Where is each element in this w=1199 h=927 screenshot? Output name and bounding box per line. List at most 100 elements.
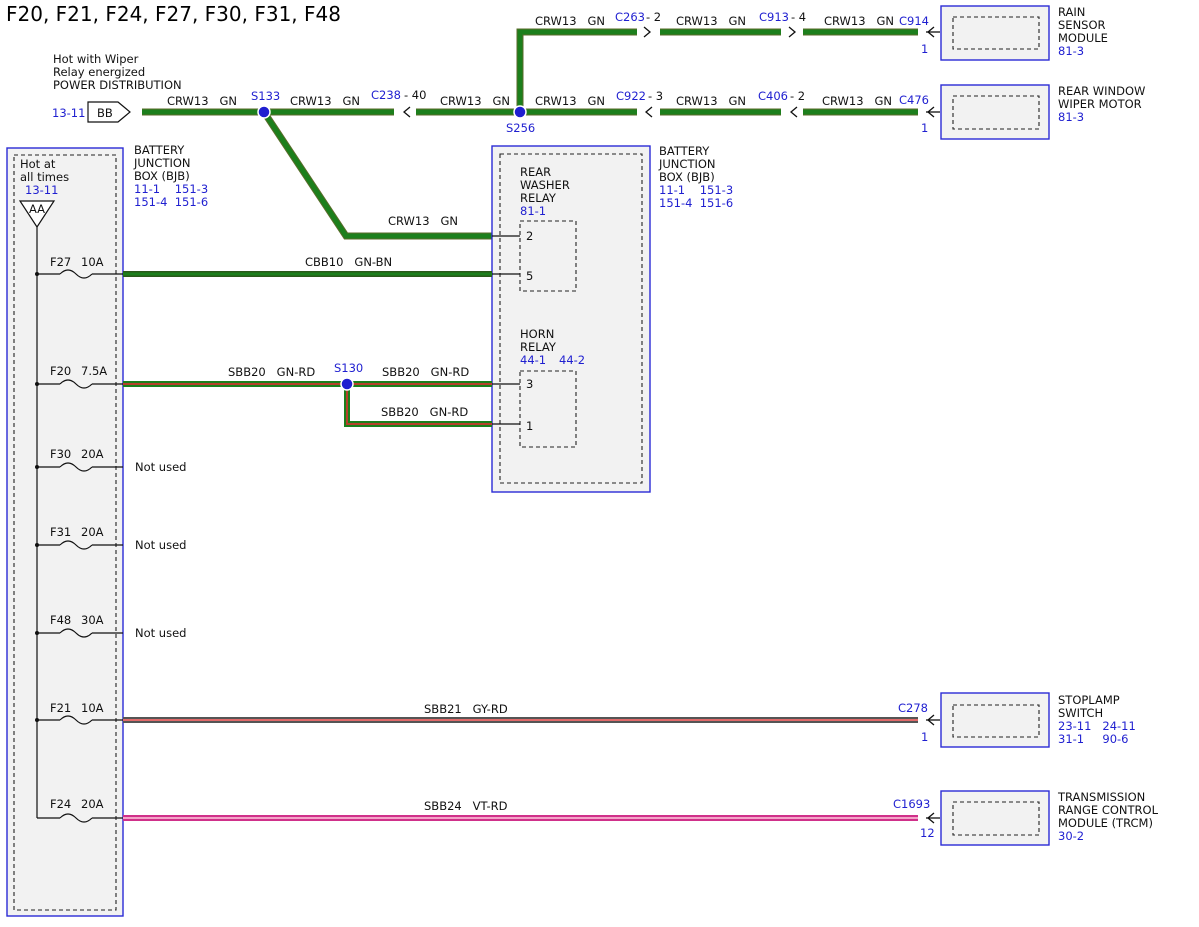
svg-text:C1693: C1693 xyxy=(893,797,930,811)
wire-label: CRW13 GN xyxy=(535,14,605,28)
wire-label: CRW13 GN xyxy=(440,94,510,108)
svg-text:3: 3 xyxy=(526,377,533,391)
rear-wiper-motor: REAR WINDOW WIPER MOTOR 81-3 xyxy=(940,84,1145,140)
bjb-right-refs-2: 151-4 151-6 xyxy=(659,196,733,210)
svg-text:SBB24 VT-RD: SBB24 VT-RD xyxy=(424,799,508,813)
splice-s256-label: S256 xyxy=(506,121,535,135)
hot-label-2: all times xyxy=(20,170,69,184)
fuse-id: F30 xyxy=(50,447,71,461)
bjb-right-box xyxy=(491,145,651,493)
svg-text:81-3: 81-3 xyxy=(1058,110,1084,124)
connector-c406-pin: - 2 xyxy=(790,89,805,103)
bjb-right-name-1: BATTERY xyxy=(659,144,710,158)
connector-c476: C476 xyxy=(899,93,929,107)
svg-text:SENSOR: SENSOR xyxy=(1058,18,1106,32)
trcm-module: TRANSMISSION RANGE CONTROL MODULE (TRCM)… xyxy=(893,790,1159,846)
fuse-rating: 20A xyxy=(81,797,104,811)
power-label-1: Hot with Wiper xyxy=(53,52,139,66)
bjb-left-name-2: JUNCTION xyxy=(133,156,191,170)
svg-text:RAIN: RAIN xyxy=(1058,5,1085,19)
fuse-f48: F48 30A Not used xyxy=(35,613,186,640)
fuse-note: Not used xyxy=(135,460,186,474)
horn-relay: HORN RELAY 44-1 44-2 3 1 xyxy=(492,327,585,448)
diagram-title: F20, F21, F24, F27, F30, F31, F48 xyxy=(6,2,341,26)
connector-c914-pin: 1 xyxy=(921,42,928,56)
svg-text:SWITCH: SWITCH xyxy=(1058,706,1103,720)
power-label-2: Relay energized xyxy=(53,65,145,79)
fuse-id: F21 xyxy=(50,701,71,715)
fuse-id: F27 xyxy=(50,255,71,269)
svg-text:RELAY: RELAY xyxy=(520,340,557,354)
bjb-right-name-2: JUNCTION xyxy=(658,157,716,171)
svg-text:SBB20 GN-RD: SBB20 GN-RD xyxy=(381,405,468,419)
splice-s133 xyxy=(257,105,271,119)
splice-s130 xyxy=(340,377,354,391)
wire-label: CRW13 GN xyxy=(824,14,894,28)
stoplamp-switch: STOPLAMP SWITCH 23-11 24-11 31-1 90-6 C2… xyxy=(898,692,1136,748)
svg-text:SBB20 GN-RD: SBB20 GN-RD xyxy=(228,365,315,379)
hot-ref: 13-11 xyxy=(25,183,58,197)
connector-c263-pin: - 2 xyxy=(646,10,661,24)
fuse-rating: 20A xyxy=(81,525,104,539)
connector-bb-label: BB xyxy=(97,106,113,120)
wire-label: CRW13 GN xyxy=(535,94,605,108)
svg-text:30-2: 30-2 xyxy=(1058,829,1084,843)
splice-s130-label: S130 xyxy=(334,361,363,375)
bus-aa-label: AA xyxy=(29,202,45,216)
fuse-rating: 10A xyxy=(81,255,104,269)
fuse-id: F48 xyxy=(50,613,71,627)
connector-c913: C913 xyxy=(759,10,789,24)
splice-s133-label: S133 xyxy=(251,89,280,103)
svg-text:MODULE (TRCM): MODULE (TRCM) xyxy=(1058,816,1153,830)
svg-text:WASHER: WASHER xyxy=(520,178,570,192)
svg-text:CBB10 GN-BN: CBB10 GN-BN xyxy=(305,255,392,269)
fuse-rating: 10A xyxy=(81,701,104,715)
svg-text:HORN: HORN xyxy=(520,327,554,341)
svg-text:RANGE CONTROL: RANGE CONTROL xyxy=(1058,803,1159,817)
svg-text:44-2: 44-2 xyxy=(559,353,585,367)
power-ref: 13-11 xyxy=(52,106,85,120)
svg-text:REAR WINDOW: REAR WINDOW xyxy=(1058,84,1145,98)
rain-sensor-module: RAIN SENSOR MODULE 81-3 xyxy=(940,5,1108,61)
connector-c406: C406 xyxy=(758,89,788,103)
svg-text:RELAY: RELAY xyxy=(520,191,557,205)
hot-label-1: Hot at xyxy=(20,157,56,171)
connector-c914: C914 xyxy=(899,14,929,28)
svg-text:81-3: 81-3 xyxy=(1058,44,1084,58)
bjb-left-name-1: BATTERY xyxy=(134,143,185,157)
wire-sbb21: SBB21 GY-RD xyxy=(123,702,918,723)
svg-text:1: 1 xyxy=(921,730,928,744)
wire-label: CRW13 GN xyxy=(167,94,237,108)
connector-c913-pin: - 4 xyxy=(791,10,806,24)
fuse-note: Not used xyxy=(135,538,186,552)
svg-text:44-1: 44-1 xyxy=(520,353,546,367)
wire-cbb10: CBB10 GN-BN xyxy=(123,255,492,277)
fuse-f27: F27 10A xyxy=(35,255,123,279)
inline-connector-icons xyxy=(402,26,940,824)
fuse-rating: 20A xyxy=(81,447,104,461)
fuse-rating: 30A xyxy=(81,613,104,627)
connector-c476-pin: 1 xyxy=(921,121,928,135)
fuse-f30: F30 20A Not used xyxy=(35,447,186,474)
svg-text:C278: C278 xyxy=(898,701,928,715)
bjb-left-box xyxy=(6,147,124,917)
bjb-right-refs-1: 11-1 151-3 xyxy=(659,183,733,197)
connector-c263: C263 xyxy=(615,10,645,24)
svg-text:1: 1 xyxy=(526,419,533,433)
fuse-id: F31 xyxy=(50,525,71,539)
wire-label: CRW13 GN xyxy=(290,94,360,108)
svg-text:31-1 90-6: 31-1 90-6 xyxy=(1058,732,1128,746)
fuse-id: F20 xyxy=(50,364,71,378)
splice-s256 xyxy=(513,105,527,119)
fuse-f31: F31 20A Not used xyxy=(35,525,186,552)
wire-label: CRW13 GN xyxy=(676,14,746,28)
svg-text:2: 2 xyxy=(526,229,533,243)
wire-sbb20: SBB20 GN-RD SBB20 GN-RD SBB20 GN-RD xyxy=(123,365,492,427)
connector-c238-pin: - 40 xyxy=(404,88,426,102)
svg-text:MODULE: MODULE xyxy=(1058,31,1108,45)
fuse-f21: F21 10A xyxy=(35,701,123,725)
svg-text:SBB20 GN-RD: SBB20 GN-RD xyxy=(382,365,469,379)
svg-text:STOPLAMP: STOPLAMP xyxy=(1058,693,1120,707)
fuse-rating: 7.5A xyxy=(81,364,107,378)
